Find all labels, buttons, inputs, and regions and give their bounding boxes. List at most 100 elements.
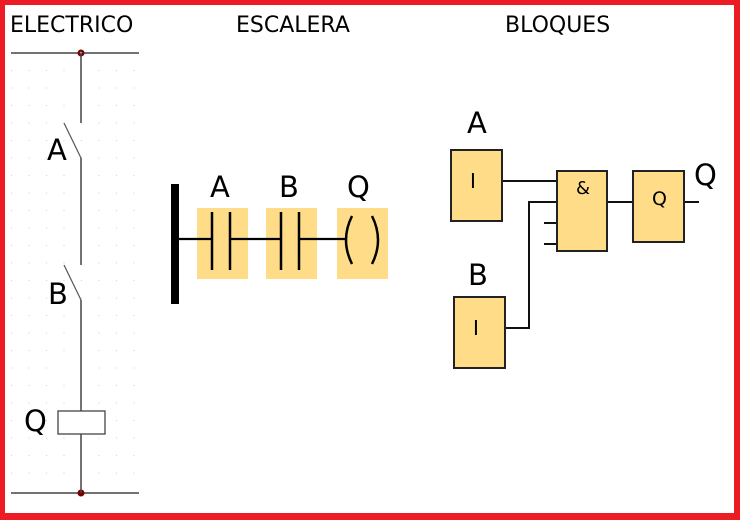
grid-dot [133,315,135,316]
grid-dot [133,402,135,404]
title-electrico: ELECTRICO [10,13,134,38]
grid-dot [133,280,135,281]
grid-dot [28,192,30,194]
grid-dot [116,157,117,159]
grid-dot [98,210,100,211]
grid-dot [11,455,12,456]
switch-b-icon [63,264,82,301]
grid-dot [133,87,135,89]
grid-dot [98,140,100,141]
coil-q-label: Q [24,404,47,438]
grid-dot [46,350,47,351]
grid-dot [63,157,65,159]
grid-dot [63,315,65,316]
grid-dot [28,420,30,421]
grid-dot [63,262,65,264]
grid-dot [28,350,30,351]
grid-dot [63,140,65,141]
grid-dot [98,70,100,71]
grid-dot [11,402,12,404]
grid-dot [98,87,100,89]
grid-dot [28,472,30,474]
grid-dot [116,87,117,89]
grid-dot [133,385,135,386]
grid-dot [98,227,100,229]
coil-q-icon [344,215,354,265]
coil-q-highlight [337,208,388,279]
grid-dot [98,332,100,334]
grid-dot [133,175,135,176]
grid-dot [116,70,117,71]
grid-dot [28,402,30,404]
grid-dot [63,245,65,246]
grid-dot [98,192,100,194]
grid-dot [116,367,117,369]
grid-dot [11,332,12,334]
grid-dot [46,157,47,159]
grid-dot [11,140,12,141]
grid-dot [133,70,135,71]
grid-dot [46,122,47,124]
grid-dot [98,455,100,456]
grid-dot [28,262,30,264]
grid-dot [46,367,47,369]
grid-dot [46,262,47,264]
grid-dot [46,105,47,106]
grid-dot [11,297,12,299]
grid-dot [63,472,65,474]
grid-dot [98,175,100,176]
grid-dot [46,297,47,299]
grid-dot [46,315,47,316]
grid-dot [98,350,100,351]
grid-dot [11,175,12,176]
grid-dot [28,280,30,281]
output-symbol: Q [652,188,667,210]
grid-dot [116,105,117,106]
grid-dot [63,455,65,456]
input-block-b [453,296,506,369]
grid-dot [28,332,30,334]
switch-a-icon [63,122,82,159]
grid-dot [11,437,12,439]
grid-dot [116,227,117,229]
grid-dot [28,122,30,124]
grid-dot [11,70,12,71]
grid-dot [63,192,65,194]
grid-dot [63,70,65,71]
grid-dot [98,157,100,159]
grid-dot [46,332,47,334]
grid-dot [116,437,117,439]
grid-dot [133,297,135,299]
grid-dot [116,350,117,351]
grid-dot [98,122,100,124]
grid-dot [11,367,12,369]
grid-dot [63,87,65,89]
grid-dot [98,315,100,316]
grid-dot [11,192,12,194]
grid-dot [63,227,65,229]
grid-dot [11,227,12,229]
grid-dot [46,472,47,474]
grid-dot [11,262,12,264]
grid-dot [46,385,47,386]
grid-dot [28,87,30,89]
grid-dot [46,175,47,176]
contact-a-highlight [197,208,248,279]
grid-dot [28,245,30,246]
grid-dot [11,210,12,211]
grid-dot [63,280,65,281]
grid-dot [46,140,47,141]
dot-grid [11,70,135,474]
grid-dot [28,140,30,141]
grid-dot [116,245,117,246]
grid-dot [11,87,12,89]
grid-dot [28,227,30,229]
grid-dot [81,280,82,281]
grid-dot [28,157,30,159]
and-block [556,170,608,252]
grid-dot [28,70,30,71]
grid-dot [46,455,47,456]
grid-dot [133,420,135,421]
grid-dot [98,385,100,386]
